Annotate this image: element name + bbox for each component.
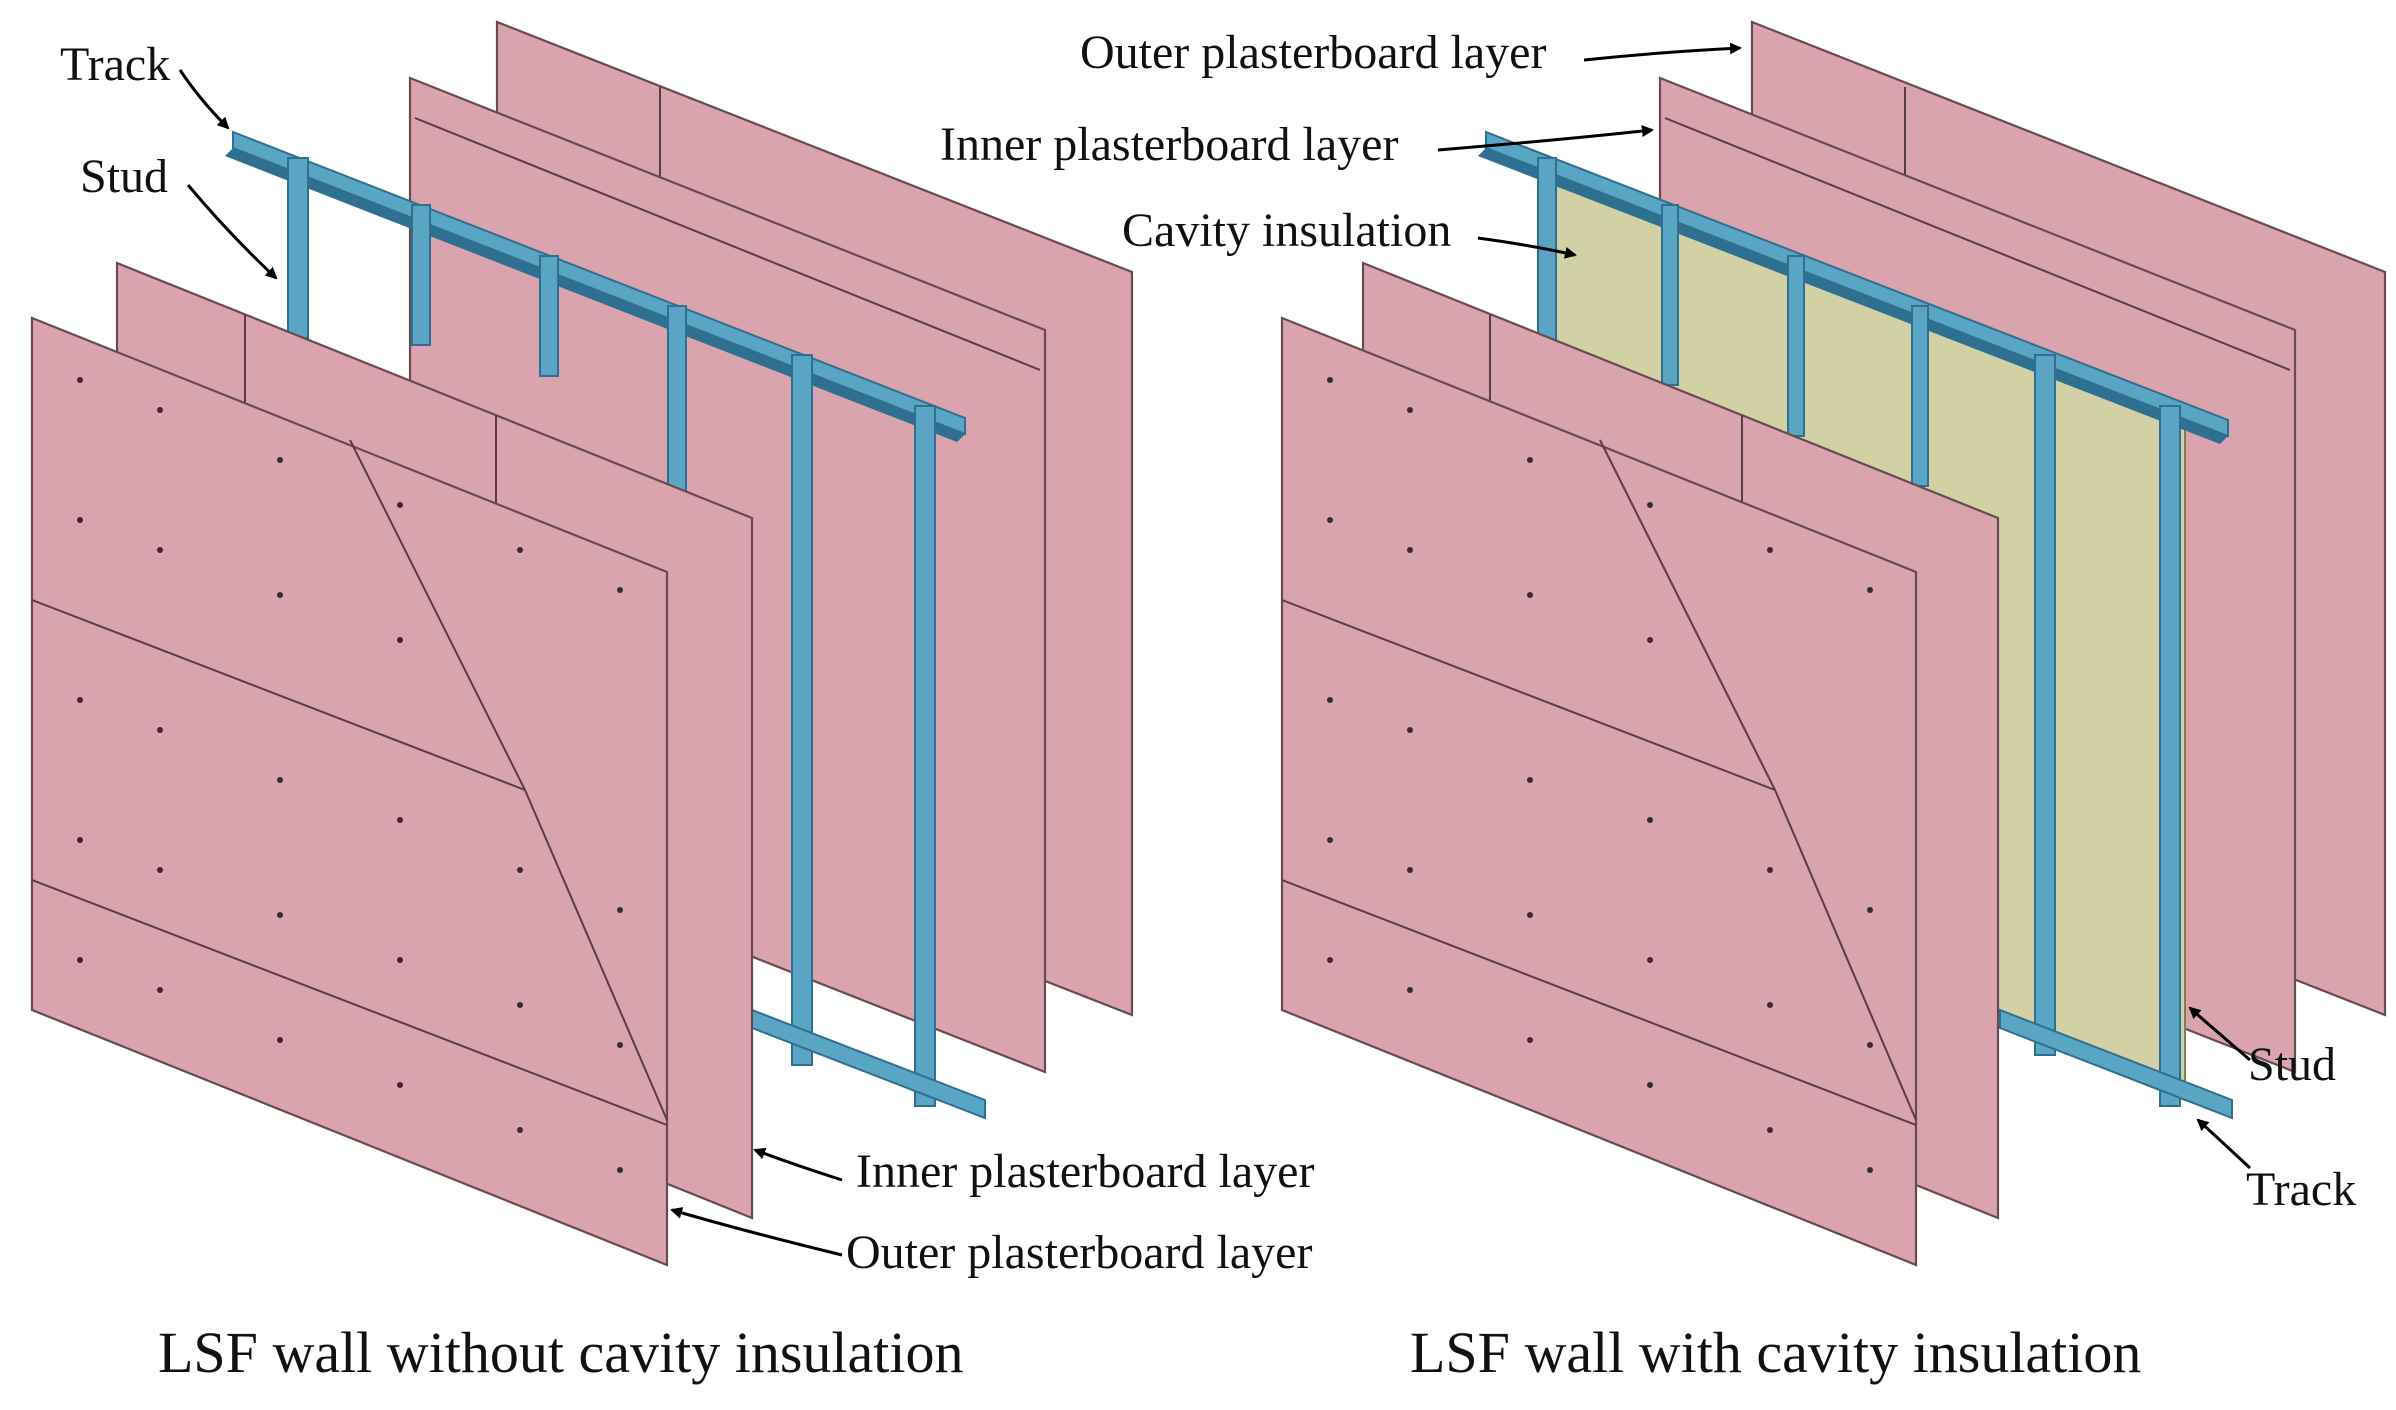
left-stud-label: Stud — [80, 150, 168, 203]
left-wall-assembly: Track Stud Inner plasterboard layer Oute… — [30, 20, 1314, 1385]
left-caption: LSF wall without cavity insulation — [158, 1320, 964, 1385]
right-cavity-label: Cavity insulation — [1122, 204, 1451, 257]
right-caption: LSF wall with cavity insulation — [1410, 1320, 2141, 1385]
right-track-bottom — [1999, 1008, 2233, 1120]
left-inner-layer-label: Inner plasterboard layer — [856, 1145, 1314, 1198]
left-front-outer-plasterboard — [30, 316, 669, 1267]
right-stud-label: Stud — [2248, 1038, 2336, 1091]
right-arrows — [1437, 42, 2252, 1170]
left-screw-dots — [77, 377, 623, 1173]
right-front-outer-plasterboard — [1280, 316, 1918, 1267]
right-track-label: Track — [2246, 1163, 2356, 1216]
right-stud — [1537, 157, 2181, 1107]
left-outer-layer-label: Outer plasterboard layer — [846, 1226, 1312, 1279]
right-inner-layer-label: Inner plasterboard layer — [940, 118, 1398, 171]
left-stud — [287, 157, 936, 1107]
left-steel-frame — [225, 130, 986, 1120]
left-track-label: Track — [60, 38, 170, 91]
right-steel-frame — [1478, 130, 2233, 1120]
right-wall-assembly: Outer plasterboard layer Inner plasterbo… — [940, 20, 2387, 1385]
right-outer-layer-label: Outer plasterboard layer — [1080, 26, 1546, 79]
right-screw-dots — [1327, 377, 1873, 1173]
left-arrows — [178, 69, 843, 1257]
